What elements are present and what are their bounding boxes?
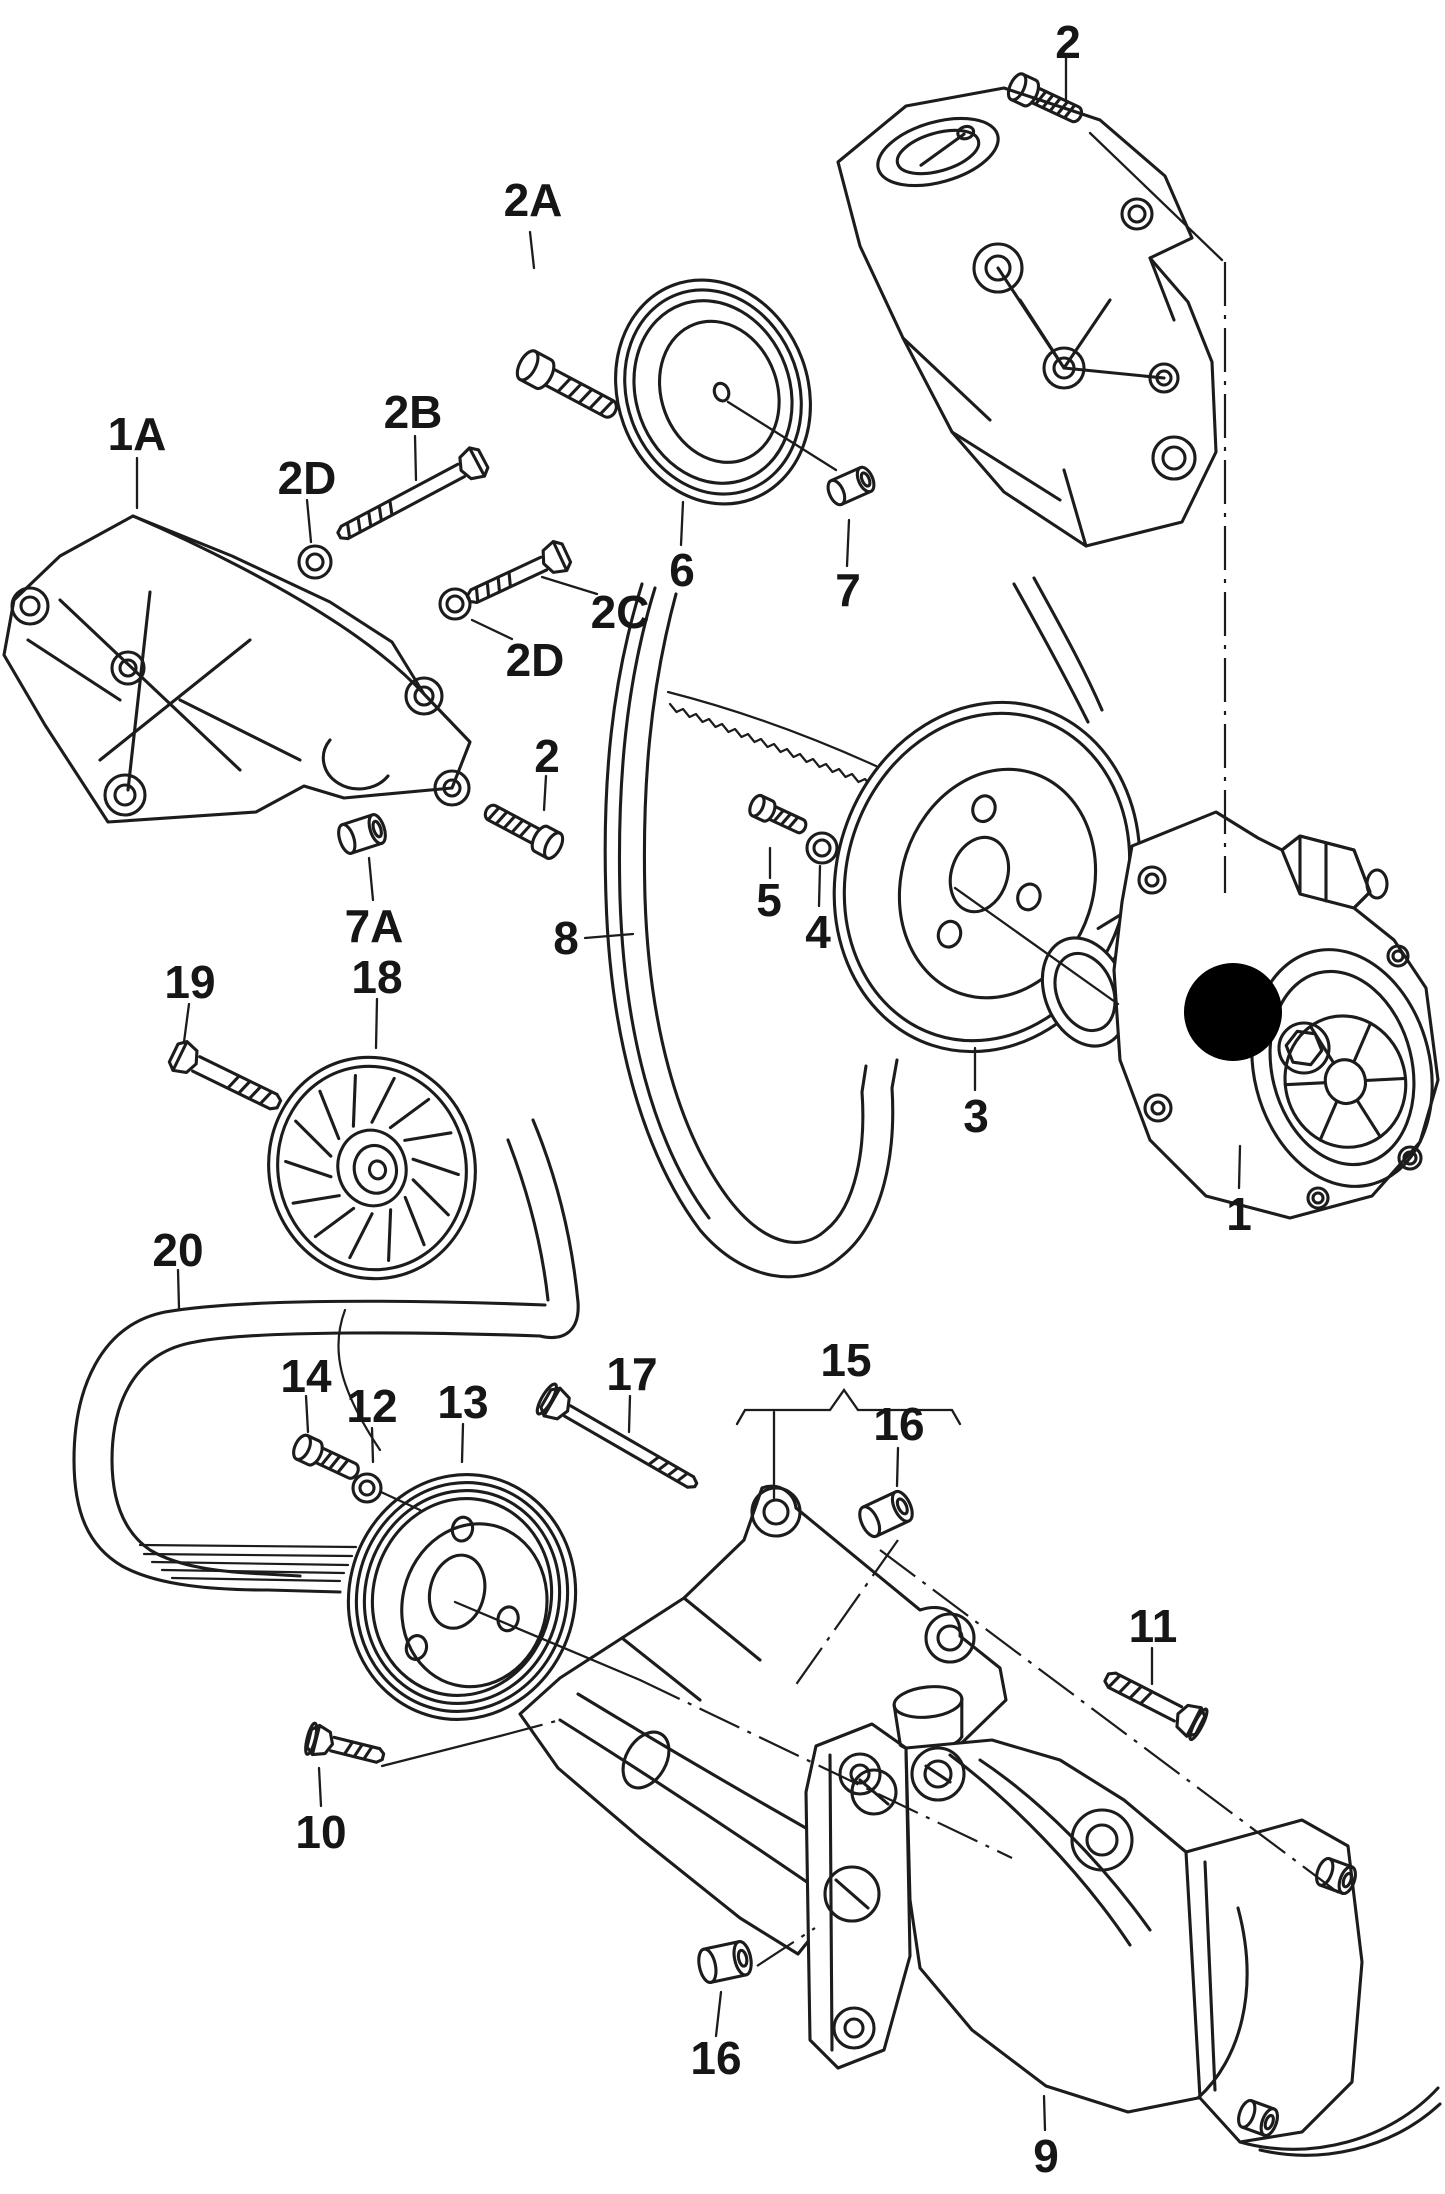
callout-1[interactable]: 1 (1226, 1188, 1252, 1240)
bracket-1a (2, 514, 472, 824)
washer-2d-lower (438, 587, 472, 621)
callout-11[interactable]: 11 (1129, 1600, 1178, 1652)
alignment-axes (499, 262, 1341, 1967)
spacer-7 (826, 465, 876, 507)
callout-12[interactable]: 12 (346, 1380, 397, 1432)
callout-14[interactable]: 14 (280, 1350, 332, 1402)
bolt-17 (535, 1382, 699, 1489)
callout-7[interactable]: 7 (835, 564, 861, 616)
bolt-2c (465, 539, 573, 605)
washer-12 (351, 1472, 383, 1504)
bolt-5 (748, 793, 808, 835)
pump-1 (1040, 810, 1440, 1220)
washer-4 (805, 831, 839, 865)
axis-bolt10 (499, 1718, 561, 1738)
redaction-dot (1184, 963, 1282, 1061)
bushing-16-lower (697, 1939, 753, 1985)
belt-20 (72, 1118, 580, 1594)
bolt-2-mid (483, 803, 565, 860)
bolt-11 (1103, 1671, 1209, 1742)
callout-4[interactable]: 4 (805, 906, 831, 958)
callout-2b[interactable]: 2B (384, 386, 443, 438)
tensioner-pulley-18 (267, 1055, 477, 1281)
callout-2c[interactable]: 2C (591, 586, 650, 638)
callout-3[interactable]: 3 (963, 1090, 989, 1142)
pulley-6 (614, 278, 812, 506)
bolt-10 (304, 1721, 386, 1764)
pump-9 (804, 1685, 1442, 2157)
callout-19[interactable]: 19 (164, 956, 215, 1008)
axis-bracket15-to-pump9 (879, 1549, 1341, 1895)
callout-20[interactable]: 20 (152, 1224, 203, 1276)
bolt-19 (167, 1040, 283, 1111)
axis-pulley13-to-pump9 (639, 1679, 1013, 1859)
bracket-top (836, 86, 1218, 548)
belt-8 (603, 576, 1104, 1279)
callout-6[interactable]: 6 (669, 544, 695, 596)
callout-7a[interactable]: 7A (345, 900, 404, 952)
bracket-15 (518, 1484, 1008, 1962)
callout-1a[interactable]: 1A (108, 408, 167, 460)
bolt-2a (515, 349, 618, 419)
brace-15 (735, 1387, 962, 1426)
bolt-14 (292, 1433, 360, 1480)
callout-18[interactable]: 18 (351, 951, 402, 1003)
bushing-7a (337, 813, 387, 855)
callout-2-mid[interactable]: 2 (534, 730, 560, 782)
callout-2d-lower[interactable]: 2D (506, 634, 565, 686)
callout-16-upper[interactable]: 16 (873, 1398, 924, 1450)
washer-2d-upper (297, 544, 333, 580)
belt-20-rib-end (138, 1543, 358, 1583)
leader-lines (135, 56, 1242, 2132)
callout-16-lower[interactable]: 16 (690, 2032, 741, 2084)
callout-2-top[interactable]: 2 (1055, 16, 1081, 68)
callout-17[interactable]: 17 (606, 1348, 657, 1400)
callout-2a[interactable]: 2A (504, 174, 563, 226)
callout-15[interactable]: 15 (820, 1334, 871, 1386)
bushing-16-upper (858, 1489, 914, 1539)
pulley-13 (346, 1473, 578, 1721)
callout-13[interactable]: 13 (437, 1376, 488, 1428)
axis-bushing16-upper (794, 1539, 899, 1687)
callouts: 2 2A 1A 2B 2D 2C 2D 6 7 2 7A 8 5 4 3 1 1… (108, 16, 1252, 2182)
axis-bushing16-lower (756, 1927, 816, 1967)
callout-8[interactable]: 8 (553, 912, 579, 964)
callout-5[interactable]: 5 (756, 874, 782, 926)
callout-10[interactable]: 10 (295, 1806, 346, 1858)
callout-9[interactable]: 9 (1033, 2130, 1059, 2182)
pump-1-face (1250, 948, 1434, 1188)
callout-2d-upper[interactable]: 2D (278, 452, 337, 504)
bolt-2-top (1006, 72, 1084, 124)
bolt-2b (336, 446, 490, 541)
